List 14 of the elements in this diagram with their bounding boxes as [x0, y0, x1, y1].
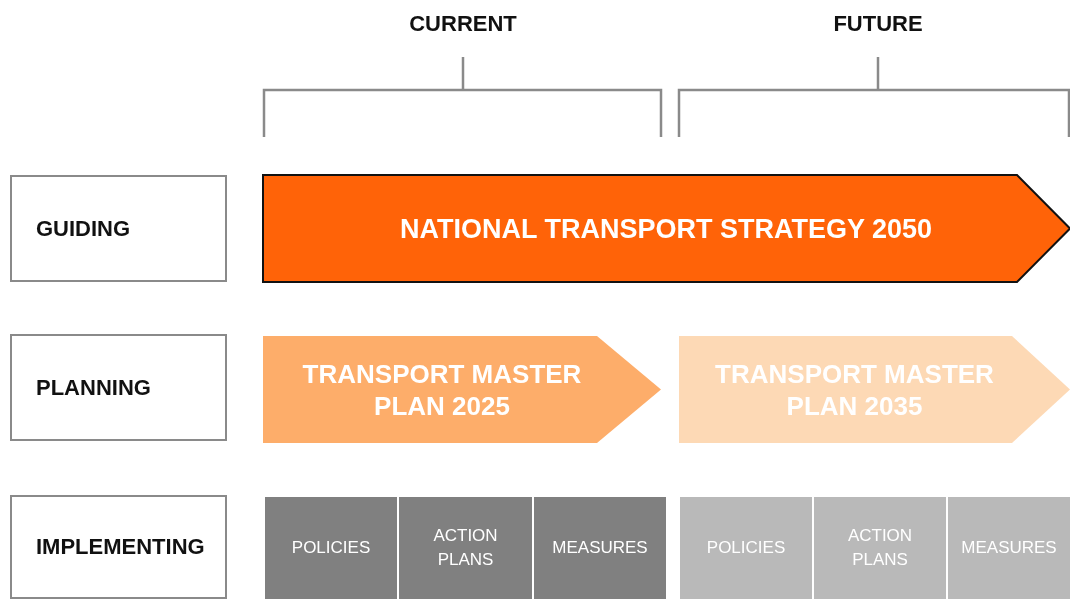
- column-heading: CURRENT: [409, 11, 517, 37]
- category-box: PLANNING: [10, 334, 227, 441]
- category-box: MEASURES: [948, 497, 1070, 599]
- category-box: POLICIES: [680, 497, 812, 599]
- column-heading: FUTURE: [833, 11, 923, 37]
- category-box: GUIDING: [10, 175, 227, 282]
- banner-title: TRANSPORT MASTER PLAN 2035: [714, 357, 995, 422]
- category-box: ACTION PLANS: [399, 497, 532, 599]
- banner-title: TRANSPORT MASTER PLAN 2025: [301, 357, 583, 422]
- category-box: MEASURES: [534, 497, 666, 599]
- banner-title: NATIONAL TRANSPORT STRATEGY 2050: [398, 212, 934, 245]
- category-box: ACTION PLANS: [814, 497, 946, 599]
- category-box: POLICIES: [265, 497, 397, 599]
- category-box: IMPLEMENTING: [10, 495, 227, 599]
